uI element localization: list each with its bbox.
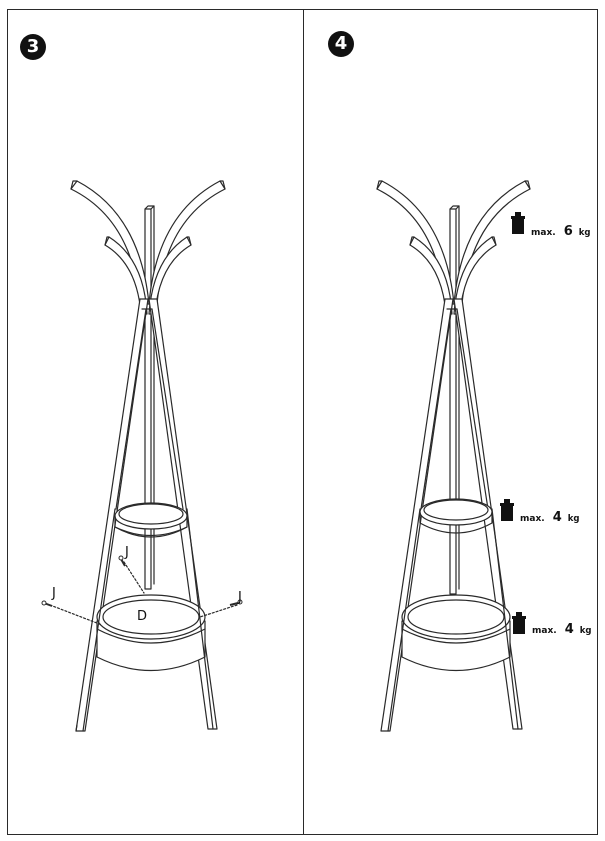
- step-3-panel: 3: [7, 9, 303, 835]
- load-value: 4: [552, 510, 562, 525]
- load-limit-ring: max. 4 kg: [520, 506, 579, 525]
- load-value: 4: [564, 622, 574, 637]
- basket-part-label: D: [137, 609, 147, 624]
- load-unit: kg: [579, 626, 592, 636]
- load-value: 6: [563, 224, 573, 239]
- step-4-panel: 4: [304, 9, 598, 835]
- page-frame: [7, 9, 598, 835]
- load-prefix: max.: [531, 228, 556, 238]
- screw-label-right: J: [237, 590, 242, 605]
- weight-icon: [512, 612, 526, 634]
- center-pole: [449, 205, 460, 595]
- basket: [401, 594, 511, 671]
- coat-rack-load-diagram: [376, 180, 531, 732]
- upper-ring: [114, 502, 188, 538]
- load-limit-basket: max. 4 kg: [532, 618, 591, 637]
- load-prefix: max.: [520, 514, 545, 524]
- panel-divider: [303, 9, 305, 835]
- load-limit-hooks: max. 6 kg: [531, 220, 590, 239]
- screw-label-left: J: [51, 586, 56, 601]
- load-prefix: max.: [532, 626, 557, 636]
- load-unit: kg: [578, 228, 591, 238]
- center-pole: [144, 205, 155, 590]
- step-number-badge: 3: [20, 34, 46, 60]
- screw-label-top: J: [124, 545, 129, 560]
- screw-icon: [41, 555, 243, 607]
- weight-icon: [500, 499, 514, 521]
- basket: [96, 594, 206, 671]
- weight-icon: [511, 212, 525, 234]
- load-unit: kg: [567, 514, 580, 524]
- step-number-badge: 4: [328, 31, 354, 57]
- coat-rack-assembly-diagram: J J J D: [41, 180, 243, 732]
